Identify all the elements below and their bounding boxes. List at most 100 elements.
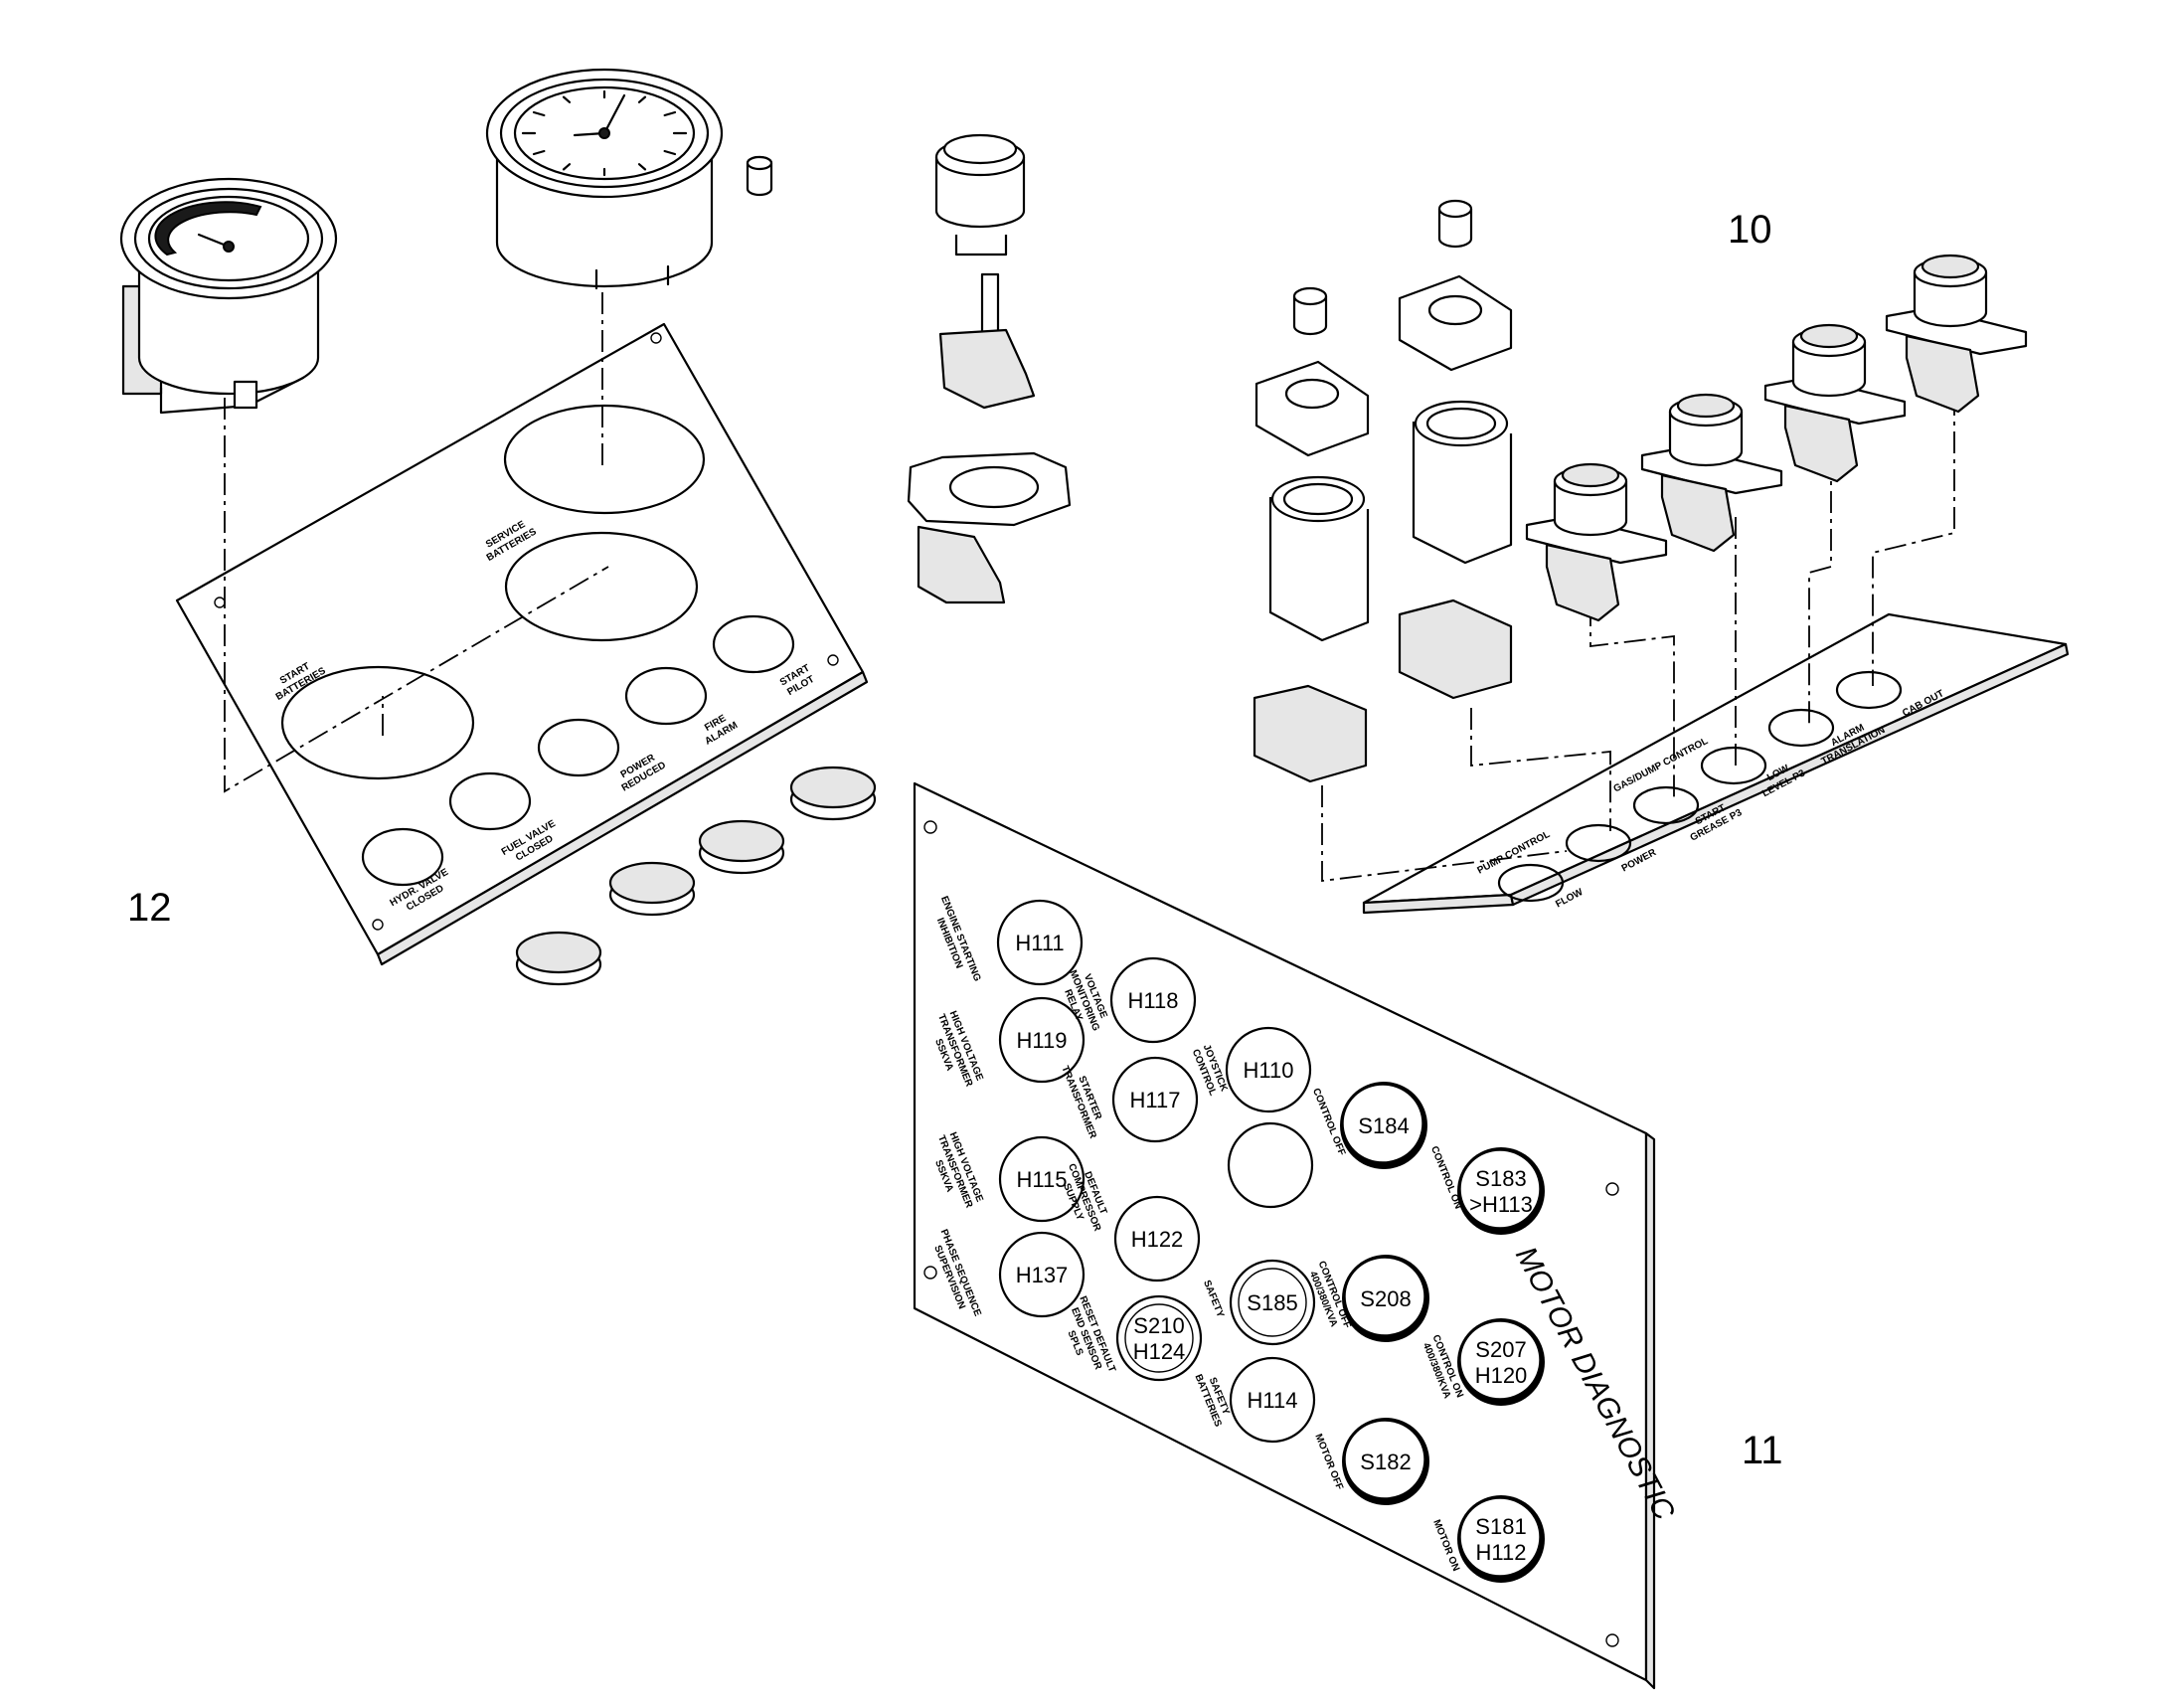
component-code-s183-h113: S183 <box>1475 1166 1526 1191</box>
panel-10-hole-5 <box>1767 708 1835 748</box>
component-code-s181-h112: H112 <box>1476 1540 1527 1565</box>
item-number-10: 10 <box>1728 208 1772 252</box>
voltmeter-gauge <box>119 177 338 415</box>
lamp-body <box>1412 422 1513 565</box>
pilot-lamp <box>1292 296 1328 336</box>
lamp-holder-left <box>1253 286 1370 783</box>
clock-tick <box>663 110 677 117</box>
component-code-s208: S208 <box>1360 1286 1411 1311</box>
component-code-h110: H110 <box>1244 1058 1294 1083</box>
contact-block <box>1398 598 1513 700</box>
component-code-h117: H117 <box>1130 1088 1181 1112</box>
panel-10-hole-2 <box>1565 823 1632 863</box>
mount-hole <box>1605 1633 1619 1647</box>
component-s183-h113: S183>H113 <box>1457 1147 1545 1235</box>
item-number-11: 11 <box>1742 1429 1783 1472</box>
service-gauge-cutout <box>503 404 706 515</box>
clock-tick <box>562 95 572 103</box>
component-h122: H122 <box>1113 1195 1201 1282</box>
panel-10-hole-4 <box>1700 746 1767 785</box>
panel-10-hole-1 <box>1497 863 1565 903</box>
mount-hole <box>827 654 839 666</box>
panel-10-hole-6 <box>1835 670 1903 710</box>
mount-hole <box>923 1266 937 1280</box>
component-code-s210-h124: H124 <box>1133 1339 1186 1364</box>
component-h115: H115 <box>998 1135 1086 1223</box>
clock-tick <box>532 110 546 117</box>
start-batteries-cutout <box>280 665 475 780</box>
blank-caps <box>515 766 877 986</box>
key-switch-assembly <box>907 133 1072 604</box>
component-h137: H137 <box>998 1231 1086 1318</box>
mount-hole <box>923 820 937 834</box>
component-s208: S208 <box>1342 1255 1429 1342</box>
component-code-s207-h120: H120 <box>1475 1363 1528 1388</box>
component-code-h114: H114 <box>1248 1388 1298 1413</box>
key-shaft <box>980 272 1000 336</box>
pushbutton <box>1525 462 1668 622</box>
service-gauge-ticks <box>521 89 688 177</box>
mount-hole <box>372 919 384 931</box>
service-batteries-cutout <box>504 531 699 642</box>
component-h114: H114 <box>1229 1356 1316 1444</box>
pushbutton <box>1640 393 1783 553</box>
component-s185: S185 <box>1229 1259 1316 1346</box>
key-head <box>938 328 1036 410</box>
hydr-valve-cutout <box>361 827 444 887</box>
component-blank <box>1227 1121 1314 1209</box>
component-h111: H111 <box>996 899 1084 986</box>
component-code-s183-h113: >H113 <box>1469 1192 1533 1217</box>
lamp-holder-right <box>1398 199 1513 700</box>
component-code-s181-h112: S181 <box>1475 1514 1526 1539</box>
component-code-h111: H111 <box>1015 931 1064 955</box>
component-s182: S182 <box>1342 1418 1429 1505</box>
clock-hand-long <box>602 93 626 135</box>
clock-tick <box>663 149 677 156</box>
pilot-lamp <box>1437 209 1473 249</box>
component-h119: H119 <box>998 996 1086 1084</box>
fire-alarm-cutout <box>624 666 708 726</box>
component-code-h122: H122 <box>1131 1227 1184 1252</box>
clock-tick <box>637 163 647 171</box>
component-s184: S184 <box>1340 1082 1427 1169</box>
start-pilot-cutout <box>712 614 795 674</box>
clock-tick <box>637 95 647 103</box>
panel-10-hole-3 <box>1632 785 1700 825</box>
panel-11: MOTOR DIAGNOSTIC H111H118H119H110H117S18… <box>913 781 1681 1690</box>
lamp-body <box>1268 497 1370 642</box>
key-switch-contact <box>917 525 1006 604</box>
component-code-h118: H118 <box>1128 988 1179 1013</box>
voltmeter-scale <box>154 201 262 256</box>
power-reduced-cutout <box>537 718 620 777</box>
component-code-s184: S184 <box>1358 1113 1409 1138</box>
mount-hole <box>650 332 662 344</box>
component-code-s182: S182 <box>1360 1450 1411 1474</box>
contact-block <box>1253 684 1368 783</box>
clock-tick <box>562 163 572 171</box>
component-code-h115: H115 <box>1017 1167 1068 1192</box>
component-code-s210-h124: S210 <box>1133 1313 1184 1338</box>
component-h117: H117 <box>1111 1056 1199 1143</box>
clock-tick <box>532 149 546 156</box>
pushbutton <box>1763 323 1907 483</box>
pushbutton-row <box>1525 254 2028 622</box>
fuel-valve-cutout <box>448 771 532 831</box>
component-code-h119: H119 <box>1017 1028 1068 1053</box>
component-h110: H110 <box>1225 1026 1312 1113</box>
service-gauge <box>485 68 724 290</box>
item-number-12: 12 <box>127 886 172 930</box>
component-code-s207-h120: S207 <box>1475 1337 1526 1362</box>
component-code-h137: H137 <box>1016 1263 1069 1287</box>
mount-hole <box>1605 1182 1619 1196</box>
component-h118: H118 <box>1109 956 1197 1044</box>
pilot-lamp-small <box>746 155 773 197</box>
panel-10: PUMP CONTROL FLOW GAS/DUMP CONTROL POWER… <box>1321 394 2070 915</box>
pushbutton <box>1885 254 2028 414</box>
